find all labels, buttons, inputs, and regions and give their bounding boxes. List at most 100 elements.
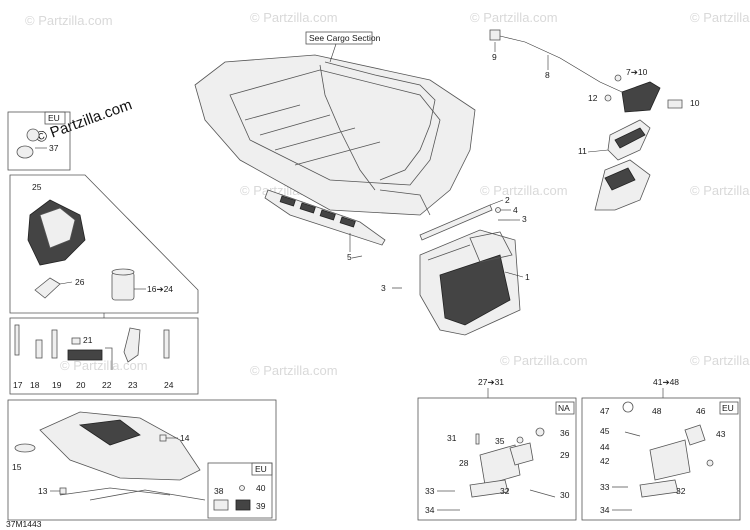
watermark: © Partzilla.com [690, 353, 750, 368]
see-cargo-box [305, 31, 373, 45]
label-45: 45 [600, 426, 610, 436]
reflector-strip [264, 189, 386, 246]
eu-tag [44, 111, 66, 125]
nut-40 [239, 485, 245, 491]
watermark: © Partzilla.com [480, 183, 568, 198]
screw-6 [351, 255, 363, 259]
label-46: 46 [696, 406, 706, 416]
eu-tag-lower [251, 462, 273, 476]
label-33b: 33 [600, 482, 610, 492]
label-28: 28 [459, 458, 469, 468]
label-34: 34 [425, 505, 435, 515]
label-2: 2 [505, 195, 510, 205]
label-33: 33 [425, 486, 435, 496]
na-license-bracket [469, 427, 556, 498]
eu-reflector-box [207, 462, 273, 519]
eu-mirror-box [7, 111, 71, 171]
leader-line [59, 281, 73, 285]
eu-label: EU [48, 113, 60, 123]
label-39: 39 [256, 501, 266, 511]
label-22: 22 [102, 380, 112, 390]
label-36: 36 [560, 428, 570, 438]
leader-line [489, 199, 504, 206]
label-7-10: 7➔10 [626, 67, 648, 77]
snowmobile [14, 411, 206, 501]
label-11: 11 [578, 146, 587, 156]
label-26: 26 [75, 277, 85, 287]
label-37: 37 [49, 143, 59, 153]
watermark: © Partzilla.com [60, 358, 148, 373]
kit-na-label: 27➔31 [478, 377, 504, 387]
label-3b: 3 [381, 283, 386, 293]
flap-bracket [419, 204, 493, 241]
eu-lower-label: EU [255, 464, 267, 474]
watermark: © Partzilla.com [690, 183, 750, 198]
taillight [604, 74, 683, 113]
wire-harness [489, 29, 623, 93]
na-kit-box [417, 397, 577, 521]
tool-set [14, 324, 170, 370]
reflector-38 [213, 499, 229, 511]
label-24: 24 [164, 380, 174, 390]
label-48: 48 [652, 406, 662, 416]
label-34b: 34 [600, 505, 610, 515]
label-16-24: 16➔24 [147, 284, 173, 294]
snowflap [419, 229, 521, 336]
watermark: © Partzilla.com [690, 10, 750, 25]
eu-kit-box [581, 397, 741, 521]
label-8: 8 [545, 70, 550, 80]
taillight-bracket [594, 119, 651, 211]
label-23: 23 [128, 380, 138, 390]
label-20: 20 [76, 380, 86, 390]
label-10: 10 [690, 98, 700, 108]
label-32: 32 [500, 486, 510, 496]
decal-13 [59, 487, 67, 495]
label-17: 17 [13, 380, 23, 390]
mirror-37 [16, 145, 34, 159]
na-label: NA [558, 403, 570, 413]
watermark: © Partzilla.com [250, 10, 338, 25]
label-21: 21 [83, 335, 93, 345]
leader-line [504, 271, 524, 278]
leader-line [329, 43, 337, 63]
watermark: © Partzilla.com [500, 353, 588, 368]
nut-4 [495, 207, 501, 213]
strap-26 [34, 277, 61, 299]
see-cargo-label: See Cargo Section [309, 33, 381, 43]
label-32b: 32 [676, 486, 686, 496]
reflector-39 [235, 499, 251, 511]
spare-plug [111, 268, 135, 301]
label-13: 13 [38, 486, 48, 496]
label-42: 42 [600, 456, 610, 466]
cargo-rack-illustration [194, 54, 476, 216]
label-14: 14 [180, 433, 190, 443]
label-15: 15 [12, 462, 22, 472]
na-tag [555, 401, 575, 415]
kit-eu-label: 41➔48 [653, 377, 679, 387]
mirror-head [26, 128, 40, 142]
label-25: 25 [32, 182, 42, 192]
label-3: 3 [522, 214, 527, 224]
label-47: 47 [600, 406, 610, 416]
label-44: 44 [600, 442, 610, 452]
label-9: 9 [492, 52, 497, 62]
watermark: © Partzilla.com [250, 363, 338, 378]
watermark: © Partzilla.com [25, 13, 113, 28]
watermark: © Partzilla.com [470, 10, 558, 25]
eu-right-label: EU [722, 403, 734, 413]
label-12: 12 [588, 93, 598, 103]
label-19: 19 [52, 380, 62, 390]
label-18: 18 [30, 380, 40, 390]
label-35: 35 [495, 436, 505, 446]
eu-tag-right [719, 401, 739, 415]
sled-box [7, 399, 277, 521]
label-1: 1 [525, 272, 530, 282]
watermark-layer: © Partzilla.com © Partzilla.com © Partzi… [25, 10, 750, 378]
label-30: 30 [560, 490, 570, 500]
decal-14 [159, 434, 167, 442]
leader-line [587, 149, 609, 153]
label-29: 29 [560, 450, 570, 460]
label-4: 4 [513, 205, 518, 215]
drawing-number: 37M1443 [6, 519, 42, 529]
